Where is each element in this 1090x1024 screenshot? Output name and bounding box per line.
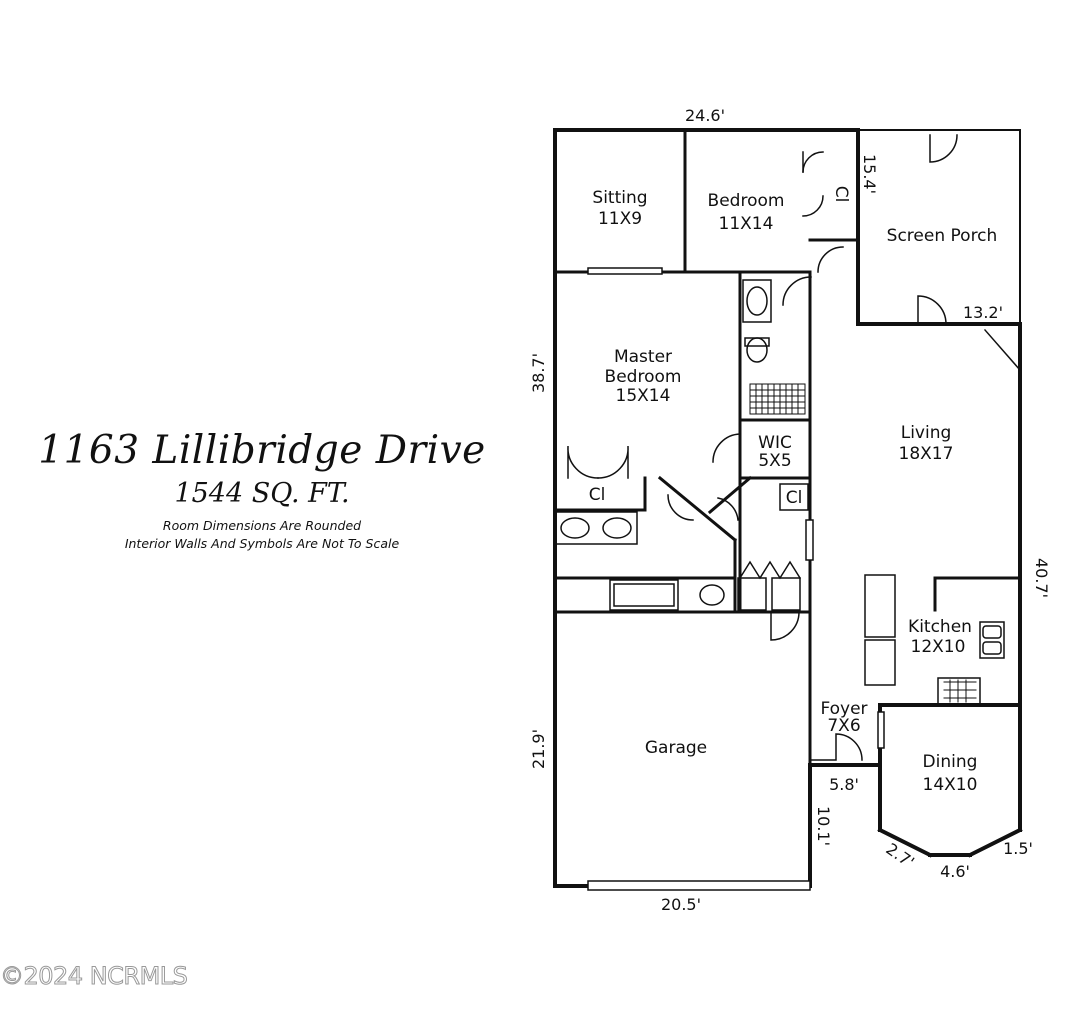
room-size-foyer: 7X6	[827, 716, 860, 736]
closet-label-bath: Cl	[786, 488, 803, 508]
dimension-note: Room Dimensions Are Rounded	[162, 518, 362, 533]
fixtures	[554, 279, 1005, 705]
scale-note: Interior Walls And Symbols Are Not To Sc…	[124, 536, 400, 551]
dim-top: 24.6'	[685, 106, 725, 125]
room-size-bedroom: 11X14	[719, 214, 774, 234]
dim-porch-left: 15.4'	[860, 154, 879, 194]
dim-porch-bottom: 13.2'	[963, 303, 1003, 322]
room-name-bedroom: Bedroom	[708, 191, 785, 211]
room-name-sitting: Sitting	[592, 188, 647, 208]
dim-right: 40.7'	[1032, 558, 1051, 598]
dim-garage-bottom: 20.5'	[661, 895, 701, 914]
room-name-living: Living	[901, 423, 952, 443]
room-name-wic: WIC	[758, 433, 792, 453]
porch-walls	[857, 129, 1021, 325]
room-size-sitting: 11X9	[598, 209, 642, 229]
watermark: ©2024 NCRMLS	[0, 962, 188, 991]
closet-label-master: Cl	[589, 485, 606, 505]
room-size-wic: 5X5	[758, 451, 791, 471]
room-size-living: 18X17	[899, 444, 954, 464]
windows	[587, 267, 885, 891]
room-name-master-1: Master	[614, 347, 672, 367]
room-name-master-2: Bedroom	[605, 367, 682, 387]
closet-label-bedroom: Cl	[831, 186, 851, 203]
room-name-garage: Garage	[645, 738, 707, 758]
room-size-dining: 14X10	[923, 775, 978, 795]
dim-foyer-step: 5.8'	[829, 775, 859, 794]
room-name-dining: Dining	[923, 752, 978, 772]
room-name-foyer: Foyer	[820, 699, 867, 719]
room-size-master: 15X14	[616, 386, 671, 406]
door-swings	[567, 134, 1022, 761]
dim-bay-bottom: 4.6'	[940, 862, 970, 881]
dim-garage-right: 10.1'	[814, 806, 833, 846]
dim-left-lower: 21.9'	[529, 729, 548, 769]
property-address: 1163 Lillibridge Drive	[38, 428, 486, 473]
shower-grid	[749, 383, 977, 703]
square-footage: 1544 SQ. FT.	[174, 478, 350, 509]
room-name-screen-porch: Screen Porch	[887, 226, 998, 246]
room-name-kitchen: Kitchen	[908, 617, 972, 637]
room-size-kitchen: 12X10	[911, 637, 966, 657]
dim-bay-right: 1.5'	[1003, 839, 1033, 858]
dim-left-upper: 38.7'	[529, 353, 548, 393]
